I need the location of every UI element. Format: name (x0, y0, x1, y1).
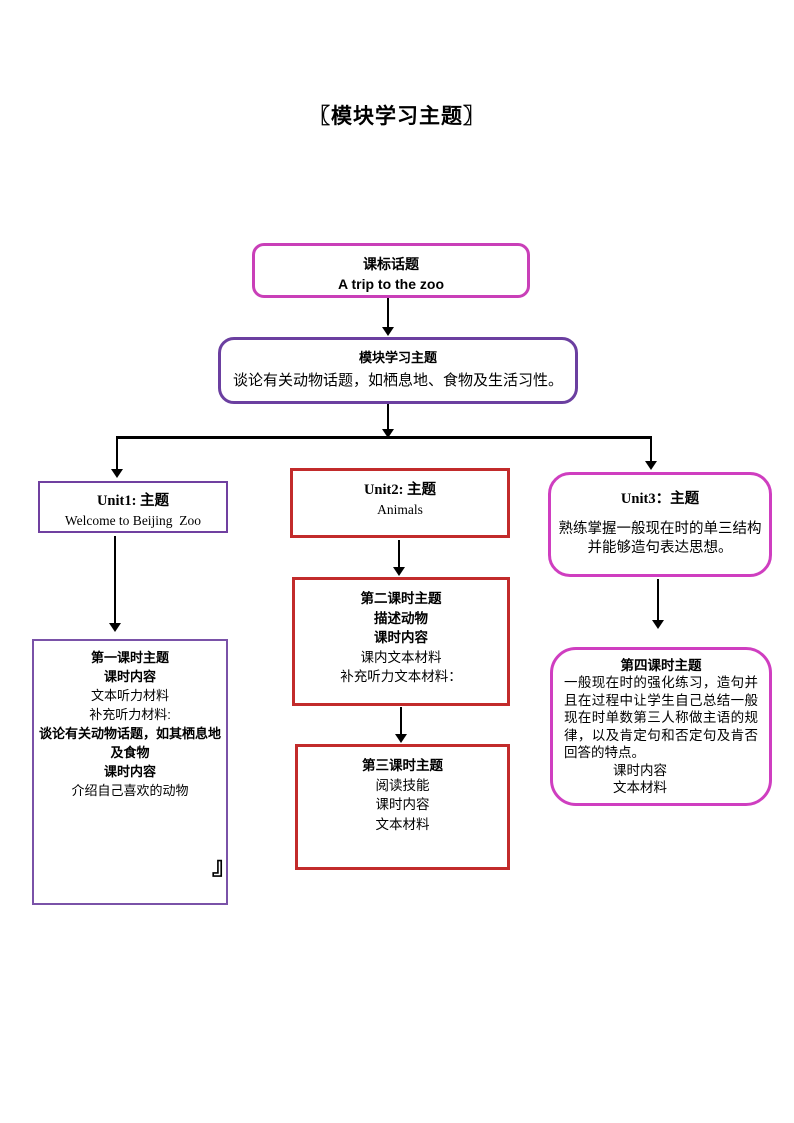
lesson1-line: 课时内容 (103, 669, 156, 684)
lesson2-line: 描述动物 (374, 610, 428, 626)
page-title: 〖模块学习主题〗 (309, 104, 485, 128)
arrow-module-to-branch (381, 404, 395, 438)
lesson4-title: 第四课时主题 (620, 658, 702, 673)
arrow-topic-to-module (381, 298, 395, 336)
branch-connector-line (116, 436, 652, 439)
topic-box-heading: 课标话题 (363, 256, 419, 272)
unit1-box: Unit1: 主题 Welcome to Beijing Zoo (38, 481, 228, 533)
lesson2-line: 补充听力文本材料： (340, 669, 462, 684)
unit1-title: Unit1: 主题 (96, 493, 170, 509)
lesson3-line: 文本材料 (375, 816, 430, 832)
arrow-branch-to-unit3 (644, 438, 658, 470)
lesson3-line: 阅读技能 (375, 777, 430, 793)
lesson1-line: 补充听力材料: (89, 707, 171, 722)
lesson1-box: 第一课时主题 课时内容 文本听力材料 补充听力材料: 谈论有关动物话题，如其栖息… (32, 639, 228, 905)
lesson4-box: 第四课时主题 一般现在时的强化练习，造句并且在过程中让学生自己总结一般现在时单数… (550, 647, 772, 806)
lesson1-line: 谈论有关动物话题，如其栖息地 (38, 726, 221, 741)
lesson3-line: 第三课时主题 (362, 758, 443, 773)
stray-bracket: 』 (212, 854, 236, 880)
module-box-body: 谈论有关动物话题，如栖息地、食物及生活习性。 (232, 372, 563, 389)
unit2-title: Unit2: 主题 (363, 482, 437, 498)
lesson1-line: 第一课时主题 (90, 650, 169, 665)
unit3-title: Unit3：主题 (620, 491, 700, 507)
module-box-heading: 模块学习主题 (358, 350, 437, 365)
lesson3-line: 课时内容 (375, 797, 430, 812)
unit3-box: Unit3：主题 熟练掌握一般现在时的单三结构并能够造句表达思想。 (548, 472, 772, 577)
lesson1-line: 介绍自己喜欢的动物 (71, 783, 189, 798)
unit3-body: 熟练掌握一般现在时的单三结构并能够造句表达思想。 (558, 521, 762, 556)
arrow-unit3-to-lesson4 (651, 579, 665, 629)
unit1-subtitle: Welcome to Beijing Zoo (64, 513, 202, 528)
lesson4-line: 课时内容 (613, 762, 667, 778)
arrow-lesson2-to-lesson3 (394, 707, 408, 743)
lesson2-line: 课内文本材料 (360, 649, 442, 665)
lesson2-box: 第二课时主题 描述动物 课时内容 课内文本材料 补充听力文本材料： (292, 577, 510, 706)
lesson1-line: 及食物 (110, 745, 150, 760)
lesson2-line: 课时内容 (374, 630, 428, 645)
lesson4-line: 文本材料 (613, 780, 667, 795)
lesson1-line: 课时内容 (103, 764, 156, 779)
unit2-box: Unit2: 主题 Animals (290, 468, 510, 538)
lesson4-body: 一般现在时的强化练习，造句并且在过程中让学生自己总结一般现在时单数第三人称做主语… (564, 675, 758, 760)
module-theme-box: 模块学习主题 谈论有关动物话题，如栖息地、食物及生活习性。 (218, 337, 578, 404)
topic-box-subtitle: A trip to the zoo (337, 276, 445, 292)
lesson1-line: 文本听力材料 (90, 688, 169, 703)
lesson2-line: 第二课时主题 (360, 591, 442, 606)
arrow-unit1-to-lesson1 (108, 536, 122, 632)
arrow-unit2-to-lesson2 (392, 540, 406, 576)
arrow-branch-to-unit1 (110, 438, 124, 478)
unit2-subtitle: Animals (377, 502, 423, 517)
lesson3-box: 第三课时主题 阅读技能 课时内容 文本材料 (295, 744, 510, 870)
topic-box: 课标话题 A trip to the zoo (252, 243, 530, 298)
